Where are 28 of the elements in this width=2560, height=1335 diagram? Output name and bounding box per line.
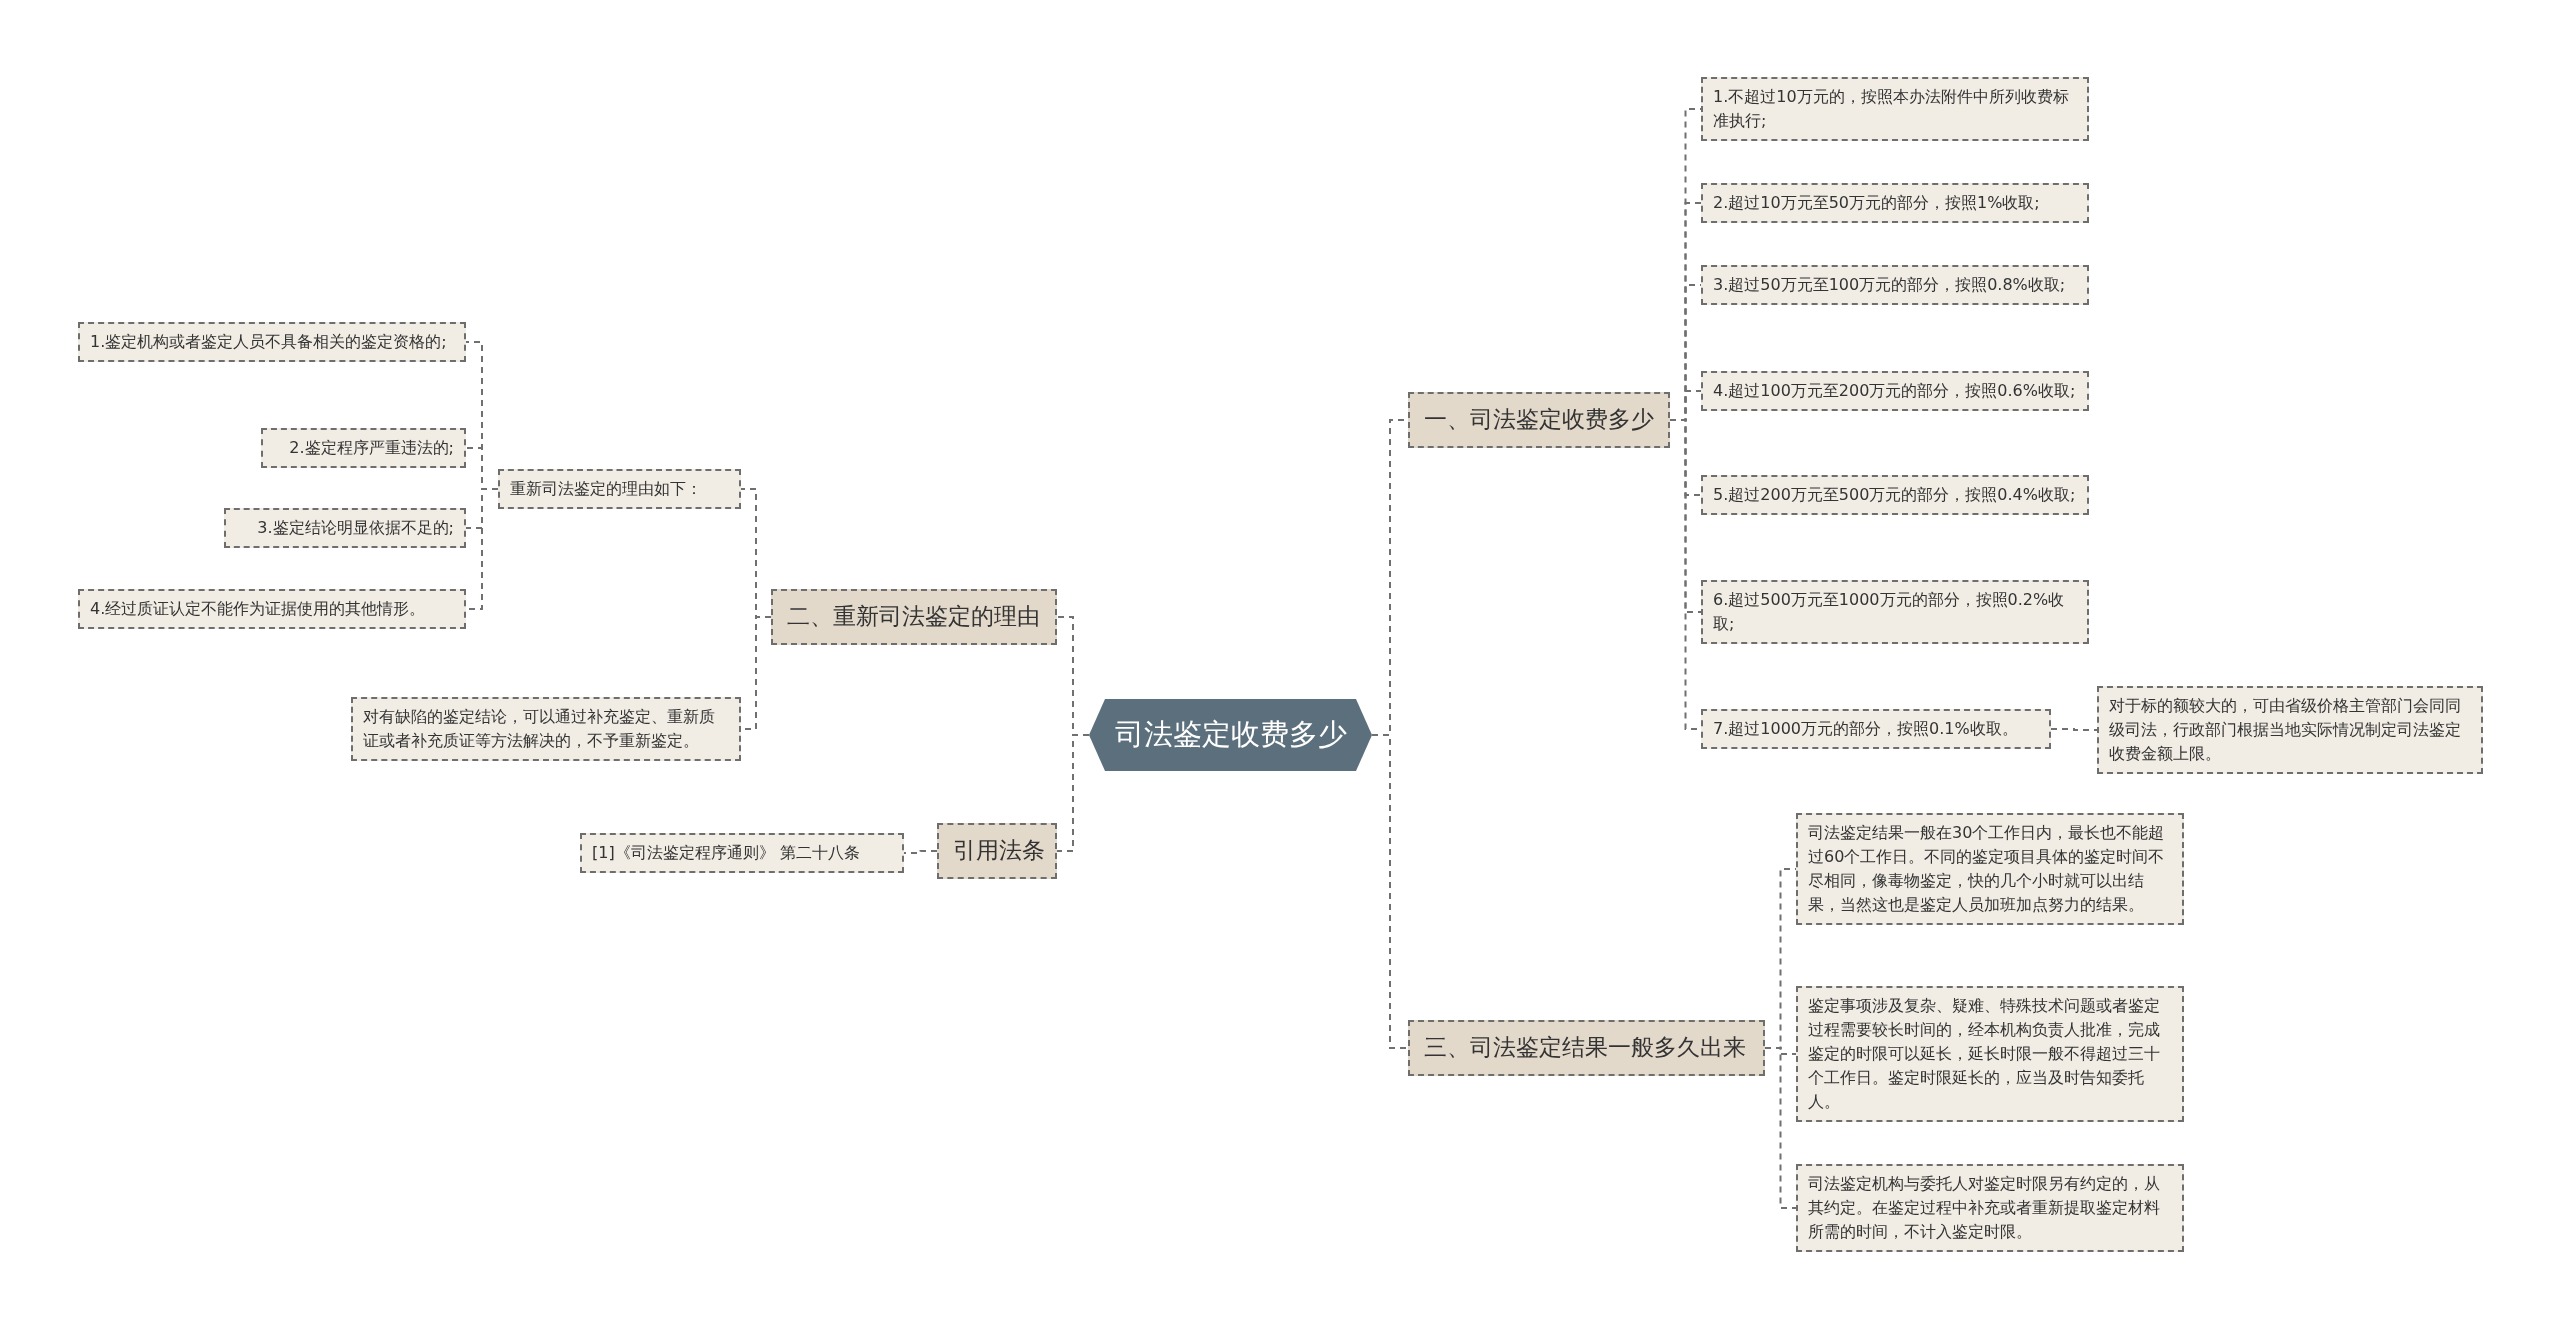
- note-box: 对有缺陷的鉴定结论，可以通过补充鉴定、重新质证或者补充质证等方法解决的，不予重新鉴定。: [351, 697, 741, 761]
- note-box: 1.不超过10万元的，按照本办法附件中所列收费标准执行;: [1701, 77, 2089, 141]
- note-box: 7.超过1000万元的部分，按照0.1%收取。: [1701, 709, 2051, 749]
- note-box: 2.鉴定程序严重违法的;: [261, 428, 466, 468]
- note-box: 6.超过500万元至1000万元的部分，按照0.2%收取;: [1701, 580, 2089, 644]
- connector-line: [1371, 734, 1409, 1049]
- note-box: 重新司法鉴定的理由如下：: [498, 469, 741, 509]
- branch-topic-box: 二、重新司法鉴定的理由: [771, 589, 1057, 645]
- note-box: 司法鉴定结果一般在30个工作日内，最长也不能超过60个工作日。不同的鉴定项目具体的鉴定时间不尽相同，像毒物鉴定，快的几个小时就可以出结果，当然这也是鉴定人员加班加点努力的结果。: [1796, 813, 2184, 925]
- central-topic-text: 司法鉴定收费多少: [1114, 716, 1347, 753]
- note-box: 鉴定事项涉及复杂、疑难、特殊技术问题或者鉴定过程需要较长时间的，经本机构负责人批准，完成鉴定的时限可以延长，延长时限一般不得超过三十个工作日。鉴定时限延长的，应当及时告知委托人。: [1796, 986, 2184, 1122]
- note-box: [1]《司法鉴定程序通则》 第二十八条: [580, 833, 904, 873]
- note-box: 4.超过100万元至200万元的部分，按照0.6%收取;: [1701, 371, 2089, 411]
- note-box: 1.鉴定机构或者鉴定人员不具备相关的鉴定资格的;: [78, 322, 466, 362]
- note-box: 对于标的额较大的，可由省级价格主管部门会同同级司法，行政部门根据当地实际情况制定司法鉴定收费金额上限。: [2097, 686, 2483, 774]
- branch-topic-box: 一、司法鉴定收费多少: [1408, 392, 1670, 448]
- connector-line: [903, 850, 938, 854]
- connector-line: [2050, 728, 2098, 731]
- note-box: 司法鉴定机构与委托人对鉴定时限另有约定的，从其约定。在鉴定过程中补充或者重新提取鉴定材料所需的时间，不计入鉴定时限。: [1796, 1164, 2184, 1252]
- note-box: 2.超过10万元至50万元的部分，按照1%收取;: [1701, 183, 2089, 223]
- note-box: 4.经过质证认定不能作为证据使用的其他情形。: [78, 589, 466, 629]
- note-box: 5.超过200万元至500万元的部分，按照0.4%收取;: [1701, 475, 2089, 515]
- note-box: 3.超过50万元至100万元的部分，按照0.8%收取;: [1701, 265, 2089, 305]
- branch-topic-box: 引用法条: [937, 823, 1057, 879]
- connector-line: [1056, 734, 1090, 852]
- connector-line: [1764, 1047, 1797, 1209]
- note-box: 3.鉴定结论明显依据不足的;: [224, 508, 466, 548]
- branch-topic-box: 三、司法鉴定结果一般多久出来: [1408, 1020, 1765, 1076]
